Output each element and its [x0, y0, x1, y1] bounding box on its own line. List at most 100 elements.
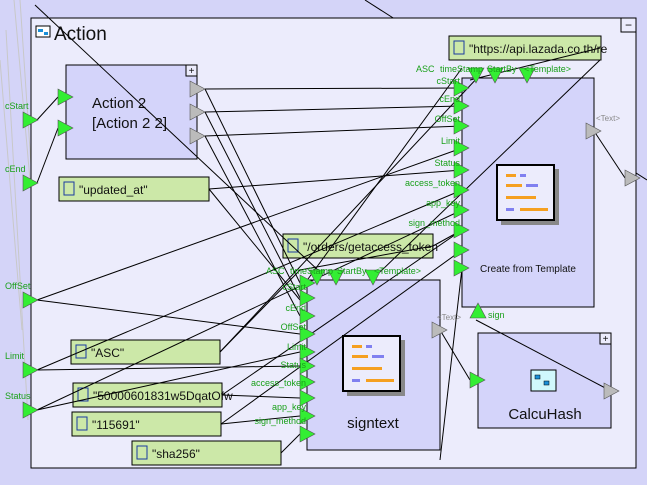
- connection-wire[interactable]: [299, 245, 434, 271]
- connection-wire[interactable]: [204, 87, 463, 90]
- action2-input-port[interactable]: [57, 88, 74, 106]
- connection-wire[interactable]: [219, 74, 481, 353]
- signtext-input-port[interactable]: [299, 307, 316, 325]
- template-input-cStart[interactable]: [453, 79, 470, 97]
- signtext-label: signtext: [347, 415, 400, 432]
- template-input-sign_method[interactable]: [453, 221, 470, 239]
- connection-wire[interactable]: [204, 111, 301, 299]
- collapse-label: −: [625, 18, 632, 32]
- template-input-port[interactable]: [453, 241, 470, 259]
- connection-wire[interactable]: [36, 96, 59, 121]
- outer-port-cend[interactable]: [22, 174, 39, 192]
- outer-port-status[interactable]: [22, 401, 39, 419]
- signtext-input-port[interactable]: [299, 343, 316, 361]
- signtext-input-label: Limit: [287, 342, 307, 352]
- template-sign-input[interactable]: [469, 302, 487, 319]
- template-output-label: <Text>: [596, 114, 620, 123]
- signtext-input-port[interactable]: [299, 274, 316, 292]
- template-input-cEnd[interactable]: [453, 97, 470, 115]
- signtext-input-port[interactable]: [299, 407, 316, 425]
- signtext-top-input[interactable]: [327, 269, 345, 286]
- constant-id[interactable]: "115691": [71, 411, 222, 437]
- connection-wire[interactable]: [204, 125, 463, 137]
- template-input-Status[interactable]: [453, 161, 470, 179]
- calcuhash-input-port[interactable]: [469, 371, 486, 389]
- connection-wire[interactable]: [221, 394, 301, 399]
- connection-wire[interactable]: [208, 188, 301, 301]
- action2-title: Action 2: [92, 95, 146, 112]
- template-input-app_key[interactable]: [453, 201, 470, 219]
- template-top-input[interactable]: [518, 67, 536, 84]
- connection-wire[interactable]: [221, 229, 463, 396]
- expand-button[interactable]: [185, 64, 198, 77]
- signtext-input-port[interactable]: [299, 389, 316, 407]
- connection-wire[interactable]: [593, 130, 626, 179]
- connection-wire[interactable]: [220, 415, 301, 425]
- template-input-OffSet[interactable]: [453, 117, 470, 135]
- signtext-top-input[interactable]: [364, 269, 382, 286]
- action2-output-port[interactable]: [189, 80, 206, 98]
- signtext-top-label: StartBy: [337, 266, 367, 276]
- constant-url[interactable]: "https://api.lazada.co.th/re: [448, 35, 608, 61]
- template-top-input[interactable]: [486, 67, 504, 84]
- signtext-top-label: <Template>: [374, 266, 421, 276]
- action2-node[interactable]: + Action 2 [Action 2 2]: [65, 64, 198, 160]
- wires: [34, 4, 626, 461]
- signtext-input-port[interactable]: [299, 289, 316, 307]
- connection-wire[interactable]: [299, 67, 463, 291]
- connection-wire[interactable]: [220, 249, 463, 425]
- connection-wire[interactable]: [36, 189, 463, 371]
- outer-port-limit[interactable]: [22, 361, 39, 379]
- constant-sha[interactable]: "sha256": [131, 440, 282, 466]
- connection-wire[interactable]: [219, 269, 301, 353]
- template-input-label: cStart: [436, 76, 460, 86]
- action2-input-port[interactable]: [57, 119, 74, 137]
- outer-port-label: cStart: [5, 101, 29, 111]
- template-top-input[interactable]: [467, 67, 485, 84]
- connection-wire[interactable]: [280, 433, 301, 454]
- expand-button[interactable]: [599, 332, 612, 345]
- signtext-input-port[interactable]: [299, 425, 316, 443]
- collapse-button[interactable]: [620, 17, 637, 33]
- connection-wire[interactable]: [475, 319, 612, 392]
- connection-wire[interactable]: [36, 127, 59, 184]
- connection-wire[interactable]: [439, 329, 471, 381]
- template-input-port[interactable]: [453, 259, 470, 277]
- connection-wire[interactable]: [379, 59, 601, 273]
- text-constant-icon: [63, 181, 75, 196]
- connection-wire[interactable]: [36, 365, 301, 371]
- template-output-port[interactable]: [585, 122, 602, 140]
- connection-wire[interactable]: [36, 209, 463, 411]
- connection-wire[interactable]: [439, 267, 463, 461]
- template-input-label: OffSet: [435, 114, 461, 124]
- template-input-Limit[interactable]: [453, 139, 470, 157]
- calcuhash-node[interactable]: + CalcuHash: [477, 332, 612, 429]
- constant-updated_at[interactable]: "updated_at": [58, 176, 210, 202]
- constant-key[interactable]: "50000601831w5DqatOfw: [72, 382, 233, 408]
- constant-asc[interactable]: "ASC": [70, 339, 221, 365]
- create-from-template-node[interactable]: Create from Template: [461, 77, 595, 308]
- outer-port-offset[interactable]: [22, 291, 39, 309]
- signtext-input-port[interactable]: [299, 373, 316, 391]
- template-input-label: sign_method: [408, 218, 460, 228]
- signtext-output-port[interactable]: [431, 321, 448, 339]
- connection-wire[interactable]: [204, 105, 463, 113]
- action2-output-port[interactable]: [189, 103, 206, 121]
- connection-wire[interactable]: [36, 299, 301, 335]
- signtext-input-port[interactable]: [299, 325, 316, 343]
- template-input-access_token[interactable]: [453, 181, 470, 199]
- action2-output-port[interactable]: [189, 127, 206, 145]
- connection-wire[interactable]: [36, 351, 301, 411]
- connection-wire[interactable]: [208, 169, 463, 190]
- signtext-input-port[interactable]: [299, 357, 316, 375]
- outer-port-cstart[interactable]: [22, 111, 39, 129]
- frame-output-port[interactable]: [624, 169, 641, 187]
- outer-port-label: OffSet: [5, 281, 31, 291]
- calcuhash-output-port[interactable]: [603, 382, 620, 400]
- signtext-top-input[interactable]: [308, 269, 326, 286]
- signtext-node[interactable]: signtext: [306, 279, 441, 451]
- constant-path[interactable]: "/orders/getaccess_token: [282, 233, 438, 259]
- outer-port-label: Status: [5, 391, 31, 401]
- connection-wire[interactable]: [36, 147, 463, 301]
- connection-wire[interactable]: [34, 4, 321, 273]
